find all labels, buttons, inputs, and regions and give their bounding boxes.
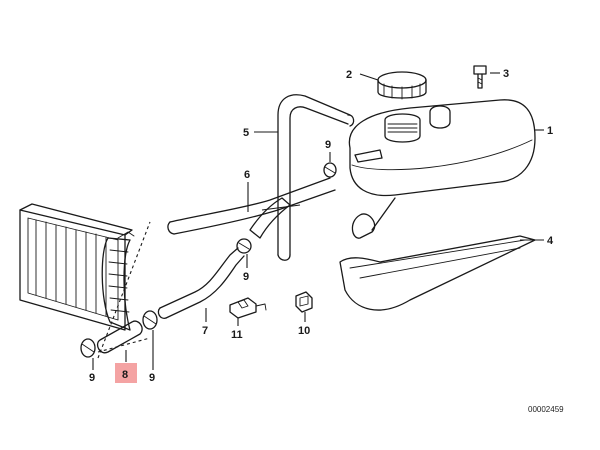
callout-8: 8 <box>122 369 128 381</box>
hose-clamp-a <box>80 338 96 358</box>
tank-cap <box>377 71 427 100</box>
callout-9-clamp-a: 9 <box>89 372 95 384</box>
callout-8-highlight <box>115 363 137 383</box>
callout-5: 5 <box>243 127 249 139</box>
coolant-hose-lower <box>157 247 245 319</box>
callout-9-clamp-c: 9 <box>243 271 249 283</box>
hose-clamp-b <box>142 310 158 330</box>
callout-6: 6 <box>244 169 250 181</box>
callout-2: 2 <box>346 69 352 81</box>
callout-4: 4 <box>547 235 554 247</box>
callout-1: 1 <box>547 125 553 137</box>
callout-9-clamp-d: 9 <box>325 139 331 151</box>
rubber-bush <box>295 291 313 313</box>
diagram-reference-number: 00002459 <box>528 405 564 414</box>
callout-11: 11 <box>231 329 243 341</box>
assembly-guide-lines <box>97 204 301 359</box>
callout-9-clamp-b: 9 <box>149 372 155 384</box>
screw <box>473 65 487 89</box>
short-hose <box>96 320 143 354</box>
leader-lines <box>92 72 544 370</box>
overflow-hose <box>277 94 355 261</box>
radiator <box>19 203 135 331</box>
callout-7: 7 <box>202 325 208 337</box>
hose-clamp-c <box>236 238 252 254</box>
callout-10: 10 <box>298 325 310 337</box>
coolant-hose-long <box>167 177 336 239</box>
hose-clamp-d <box>323 162 337 178</box>
expansion-tank <box>348 99 536 239</box>
callout-3: 3 <box>503 68 509 80</box>
hose-clip <box>229 297 267 319</box>
tank-bracket <box>339 235 536 311</box>
